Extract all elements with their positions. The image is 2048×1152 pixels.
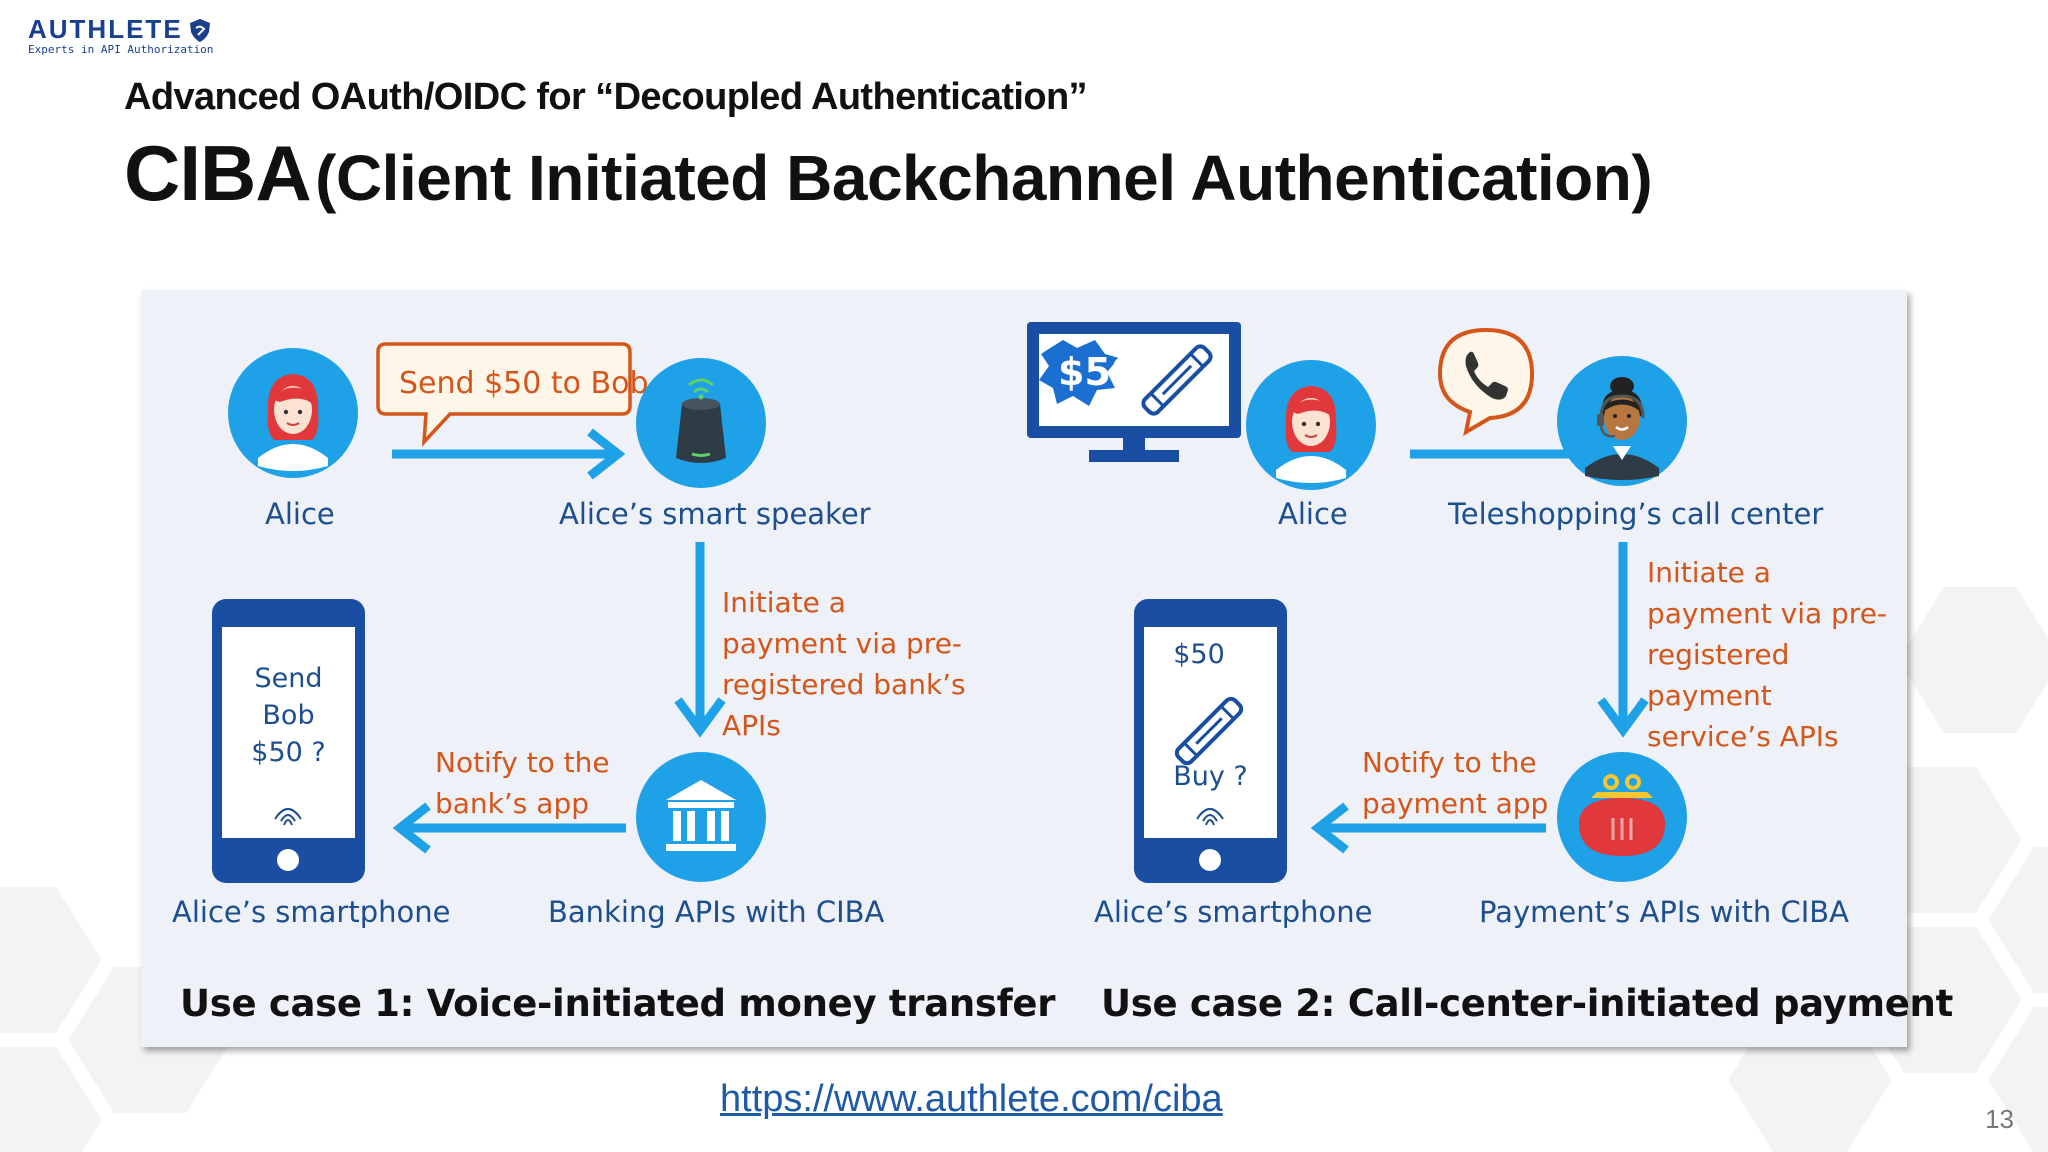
uc2-phone-buy: Buy ? — [1173, 761, 1248, 792]
page-number: 13 — [1985, 1104, 2014, 1134]
smart-speaker-icon — [636, 358, 766, 488]
uc1-phone-line: Send — [254, 663, 323, 694]
uc2-monitor-price: $50 — [1058, 350, 1138, 394]
uc1-speaker-label: Alice’s smart speaker — [559, 497, 871, 531]
speech-bubble-icon — [376, 342, 632, 447]
monitor-icon — [1027, 322, 1241, 462]
alice-avatar-icon — [1246, 360, 1376, 490]
uc1-initiate-text: Initiate a payment via pre- registered b… — [722, 582, 966, 746]
uc1-smartphone-label: Alice’s smartphone — [172, 895, 451, 929]
uc1-initiate-line: registered bank’s — [722, 668, 966, 701]
bank-icon — [636, 752, 766, 882]
uc1-notify-text: Notify to the bank’s app — [435, 742, 610, 824]
uc2-arrow-down-icon — [1597, 542, 1649, 738]
uc1-initiate-line: Initiate a — [722, 586, 846, 619]
uc2-initiate-line: payment via pre- — [1647, 597, 1888, 630]
phone-call-bubble-icon — [1437, 327, 1535, 436]
uc2-initiate-line: Initiate a — [1647, 556, 1771, 589]
call-center-agent-icon — [1557, 356, 1687, 486]
slide-subtitle: Advanced OAuth/OIDC for “Decoupled Authe… — [124, 76, 1088, 118]
uc1-initiate-line: payment via pre- — [722, 627, 963, 660]
uc2-initiate-line: registered — [1647, 638, 1790, 671]
uc1-phone-line: $50 ? — [251, 737, 326, 768]
ciba-link[interactable]: https://www.authlete.com/ciba — [720, 1078, 1223, 1120]
uc1-arrow-left-icon — [392, 802, 626, 854]
uc2-initiate-line: payment — [1647, 679, 1772, 712]
title-acronym: CIBA — [124, 129, 312, 217]
uc1-phone-message: Send Bob $50 ? — [222, 660, 355, 771]
uc2-caption: Use case 2: Call-center-initiated paymen… — [1101, 982, 1953, 1025]
uc1-caption: Use case 1: Voice-initiated money transf… — [180, 982, 1056, 1025]
uc1-bubble-text: Send $50 to Bob — [399, 366, 649, 401]
uc2-notify-line: payment app — [1362, 787, 1549, 820]
uc1-arrow-down-icon — [674, 542, 726, 738]
alice-avatar-icon — [228, 348, 358, 478]
uc2-notify-text: Notify to the payment app — [1362, 742, 1548, 824]
uc1-arrow-right-icon — [392, 428, 626, 480]
uc1-phone-line: Bob — [262, 700, 315, 731]
uc1-notify-line: bank’s app — [435, 787, 589, 820]
wallet-icon — [1557, 752, 1687, 882]
logo-wordmark: AUTHLETE — [28, 14, 183, 44]
uc1-bank-label: Banking APIs with CIBA — [548, 895, 885, 929]
uc2-notify-line: Notify to the — [1362, 746, 1537, 779]
title-expansion: (Client Initiated Backchannel Authentica… — [315, 142, 1653, 214]
uc2-phone-price: $50 — [1173, 639, 1225, 670]
authlete-logo: AUTHLETE Experts in API Authorization — [28, 14, 213, 56]
uc2-smartphone-icon — [1134, 599, 1287, 883]
uc2-initiate-text: Initiate a payment via pre- registered p… — [1647, 552, 1887, 757]
shield-icon — [189, 18, 210, 42]
uc2-alice-label: Alice — [1278, 497, 1348, 531]
logo-tagline: Experts in API Authorization — [28, 43, 214, 56]
uc2-callcenter-label: Teleshopping’s call center — [1448, 497, 1824, 531]
uc2-smartphone-label: Alice’s smartphone — [1094, 895, 1373, 929]
uc2-arrow-left-icon — [1310, 802, 1546, 854]
uc2-payment-label: Payment’s APIs with CIBA — [1479, 895, 1849, 929]
uc1-initiate-line: APIs — [722, 709, 781, 742]
uc2-initiate-line: service’s APIs — [1647, 720, 1839, 753]
uc1-notify-line: Notify to the — [435, 746, 610, 779]
slide-title: CIBA (Client Initiated Backchannel Authe… — [124, 128, 1653, 219]
uc1-smartphone-icon — [212, 599, 365, 883]
uc1-alice-label: Alice — [265, 497, 335, 531]
